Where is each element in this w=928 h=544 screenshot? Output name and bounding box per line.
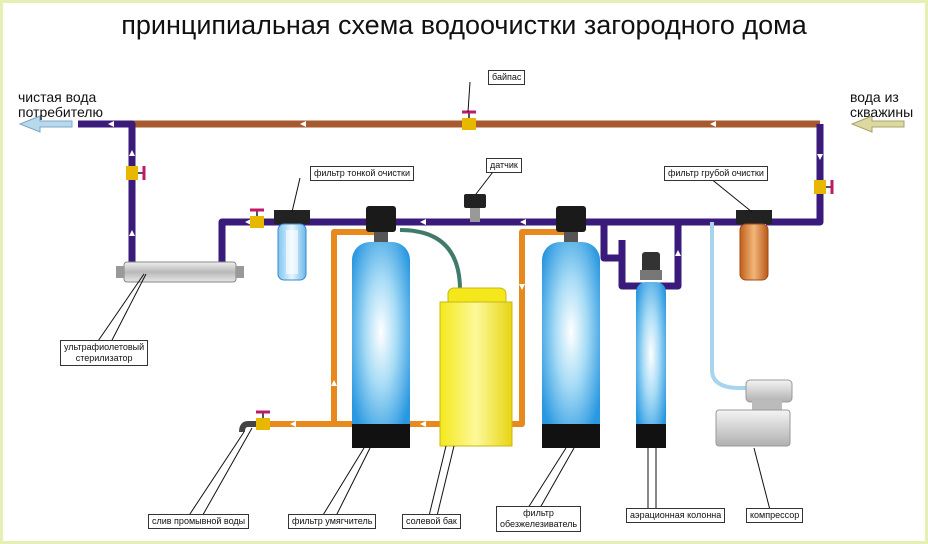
uv-callout-line1: ультрафиолетовый: [64, 342, 145, 352]
salt-tank: [439, 287, 513, 447]
flush-pipes: [268, 229, 570, 427]
leader-lines: [95, 81, 771, 521]
valve-icon: [250, 208, 264, 228]
sensor-callout: датчик: [486, 158, 522, 173]
softener-callout: фильтр умягчитель: [288, 514, 377, 529]
uv-callout-line2: стерилизатор: [75, 353, 133, 363]
valve-icon: [814, 180, 834, 194]
outlet-arrow-icon: [18, 115, 73, 133]
compressor-callout: компрессор: [746, 508, 804, 523]
coarse-filter: [736, 210, 772, 281]
page-title: принципиальная схема водоочистки загород…: [121, 10, 807, 40]
treated-water-pipes: [78, 120, 824, 262]
iron-removal-vessel: [542, 206, 600, 448]
inlet-label-line2: скважины: [850, 104, 914, 120]
outlet-label: чистая вода потребителю: [18, 90, 103, 120]
coarse-filter-callout: фильтр грубой очистки: [664, 166, 768, 181]
outlet-label-line2: потребителю: [18, 104, 103, 120]
fine-filter-callout: фильтр тонкой очистки: [310, 166, 414, 181]
inlet-arrow-icon: [850, 115, 905, 133]
sensor-icon: [464, 194, 486, 222]
iron-filter-callout: фильтр обезжелезиватель: [496, 506, 582, 532]
aeration-column: [636, 252, 666, 448]
uv-sterilizer: [116, 261, 244, 283]
valve-icon: [462, 110, 476, 130]
inlet-label: вода из скважины: [850, 90, 913, 120]
drain-callout: слив промывной воды: [148, 514, 250, 529]
air-line: [710, 222, 760, 390]
uv-sterilizer-callout: ультрафиолетовый стерилизатор: [60, 340, 149, 366]
fine-filter: [274, 210, 310, 281]
outlet-label-line1: чистая вода: [18, 89, 97, 105]
drain-valve-icon: [239, 410, 270, 433]
iron-callout-line1: фильтр: [523, 508, 554, 518]
softener-vessel: [352, 206, 410, 448]
iron-callout-line2: обезжелезиватель: [500, 519, 578, 529]
bypass-callout: байпас: [488, 70, 526, 85]
inlet-label-line1: вода из: [850, 89, 899, 105]
aeration-callout: аэрационная колонна: [626, 508, 726, 523]
salt-tank-callout: солевой бак: [402, 514, 461, 529]
brine-line: [399, 228, 462, 291]
valve-icon: [126, 166, 146, 180]
compressor: [715, 379, 793, 447]
